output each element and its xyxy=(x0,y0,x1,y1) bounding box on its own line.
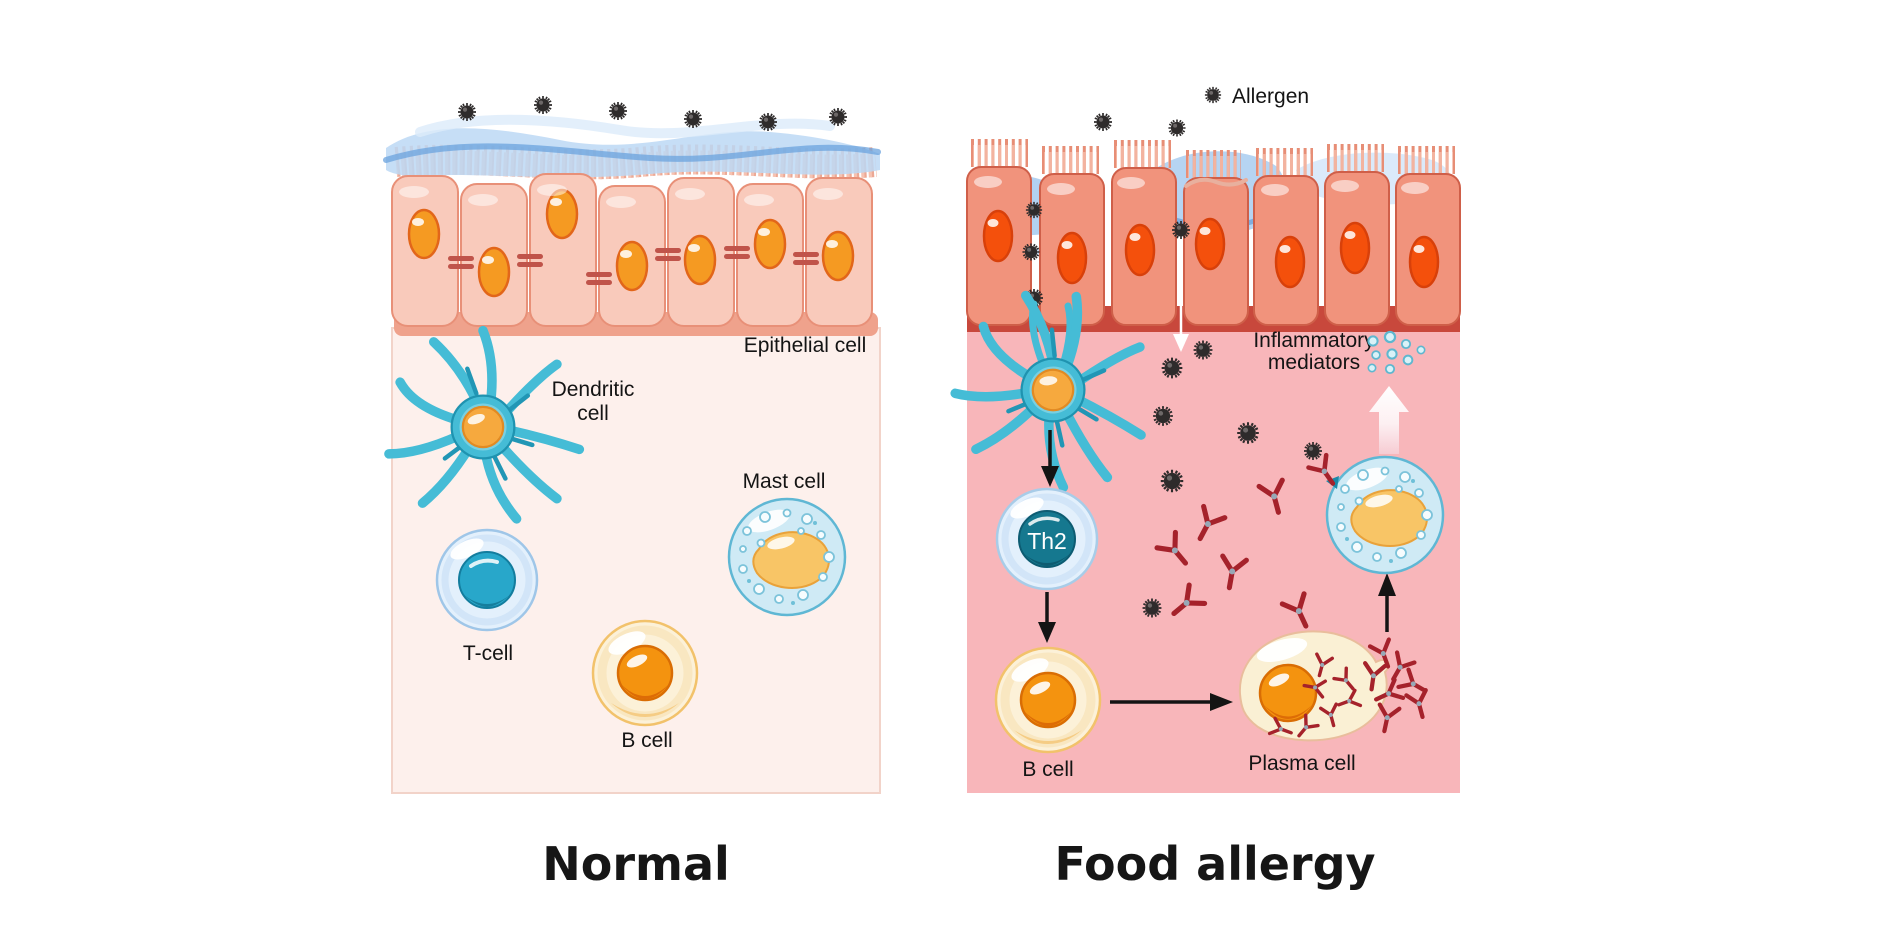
allergen-icon xyxy=(533,95,553,115)
allergen-icon xyxy=(1192,339,1214,361)
allergen-icon xyxy=(1152,405,1174,427)
normal-panel: Epithelial cell Dendritic cell Mast cell… xyxy=(383,95,881,891)
allergen-icon xyxy=(1167,118,1187,138)
b-cell-label: B cell xyxy=(621,729,672,752)
th2-cell-illustration: Th2 xyxy=(995,487,1099,591)
epithelial-cell xyxy=(1183,177,1249,326)
dendritic-cell-label-line1: Dendritic xyxy=(552,378,635,401)
epithelial-cell xyxy=(1395,173,1461,326)
t-cell-label: T-cell xyxy=(463,642,513,665)
t-cell-illustration xyxy=(435,528,539,632)
dendritic-cell-label-line2: cell xyxy=(577,402,609,425)
mediator-icon xyxy=(1383,330,1397,344)
plasma-cell-illustration xyxy=(1238,630,1390,743)
allergen-icon xyxy=(457,102,477,122)
mast-cell-label: Mast cell xyxy=(743,470,826,493)
allergen-icon xyxy=(1093,112,1113,132)
arrow-antibody-to-mast xyxy=(1378,573,1396,632)
mediator-icon xyxy=(1367,363,1377,373)
inflammatory-mediators-label-line2: mediators xyxy=(1268,351,1360,374)
damaged-epithelial-cells xyxy=(966,166,1461,326)
allergen-icon xyxy=(828,107,848,127)
microvilli-tufts xyxy=(971,139,1455,178)
epithelial-cell xyxy=(391,175,459,327)
allergen-icon xyxy=(1204,86,1222,104)
food-allergy-panel: Allergen xyxy=(939,85,1461,891)
epithelial-cell xyxy=(1253,175,1319,326)
epithelial-cell xyxy=(667,177,735,327)
plasma-cell-label: Plasma cell xyxy=(1248,752,1355,775)
allergen-icon xyxy=(1171,220,1191,240)
epithelial-cell xyxy=(1324,171,1390,326)
allergen-icon xyxy=(1159,468,1185,494)
allergy-epithelium xyxy=(966,139,1461,332)
epithelial-cell xyxy=(1039,173,1105,326)
mast-cell-activated xyxy=(1303,441,1445,575)
degranulation-arrow xyxy=(1369,386,1409,454)
allergen-icon xyxy=(1141,597,1163,619)
epithelial-cell xyxy=(598,185,666,327)
normal-epithelium xyxy=(383,114,881,336)
th2-label: Th2 xyxy=(1027,528,1067,554)
tight-junctions xyxy=(448,246,819,285)
inflammatory-mediators: Inflammatory mediators xyxy=(1253,329,1426,375)
b-cell-label: B cell xyxy=(1022,758,1073,781)
mast-cell-illustration xyxy=(1325,455,1445,575)
allergen-icon xyxy=(1021,242,1041,262)
allergen-entry-arrow xyxy=(1171,220,1191,352)
mediator-icon xyxy=(1402,354,1414,366)
mediator-icon xyxy=(1400,338,1412,350)
normal-panel-title: Normal xyxy=(542,837,730,891)
epithelial-cell-label: Epithelial cell xyxy=(744,334,867,357)
allergen-label: Allergen xyxy=(1232,85,1309,108)
arrow-dendritic-to-th2 xyxy=(1041,430,1059,487)
inflammatory-mediators-label-line1: Inflammatory xyxy=(1253,329,1375,352)
arrow-bcell-to-plasma xyxy=(1110,693,1233,711)
allergen-icon xyxy=(1160,356,1184,380)
epithelial-cell xyxy=(529,173,597,327)
mast-cell-illustration xyxy=(727,497,847,617)
mediator-icon xyxy=(1371,350,1381,360)
allergen-icon xyxy=(683,109,703,129)
allergen-icon xyxy=(1236,421,1260,445)
epithelial-cell xyxy=(966,166,1032,326)
mediator-icon xyxy=(1416,345,1426,355)
allergen-icon xyxy=(1025,201,1043,219)
mediator-icon xyxy=(1367,335,1379,347)
epithelial-cell xyxy=(460,183,528,327)
allergen-icon xyxy=(758,112,778,132)
dendritic-cell-activated xyxy=(939,274,1169,503)
food-allergy-panel-title: Food allergy xyxy=(1054,837,1375,891)
allergen-icon xyxy=(608,101,628,121)
allergen-icon xyxy=(1303,441,1323,461)
mucus-layer xyxy=(383,114,881,178)
mediator-icon xyxy=(1384,363,1396,375)
b-cell-illustration xyxy=(996,648,1100,752)
epithelial-cell xyxy=(1111,167,1177,326)
b-cell-illustration xyxy=(593,621,697,725)
epithelial-cells xyxy=(391,173,873,327)
arrow-th2-to-bcell xyxy=(1038,592,1056,643)
mediator-icon xyxy=(1386,348,1398,360)
